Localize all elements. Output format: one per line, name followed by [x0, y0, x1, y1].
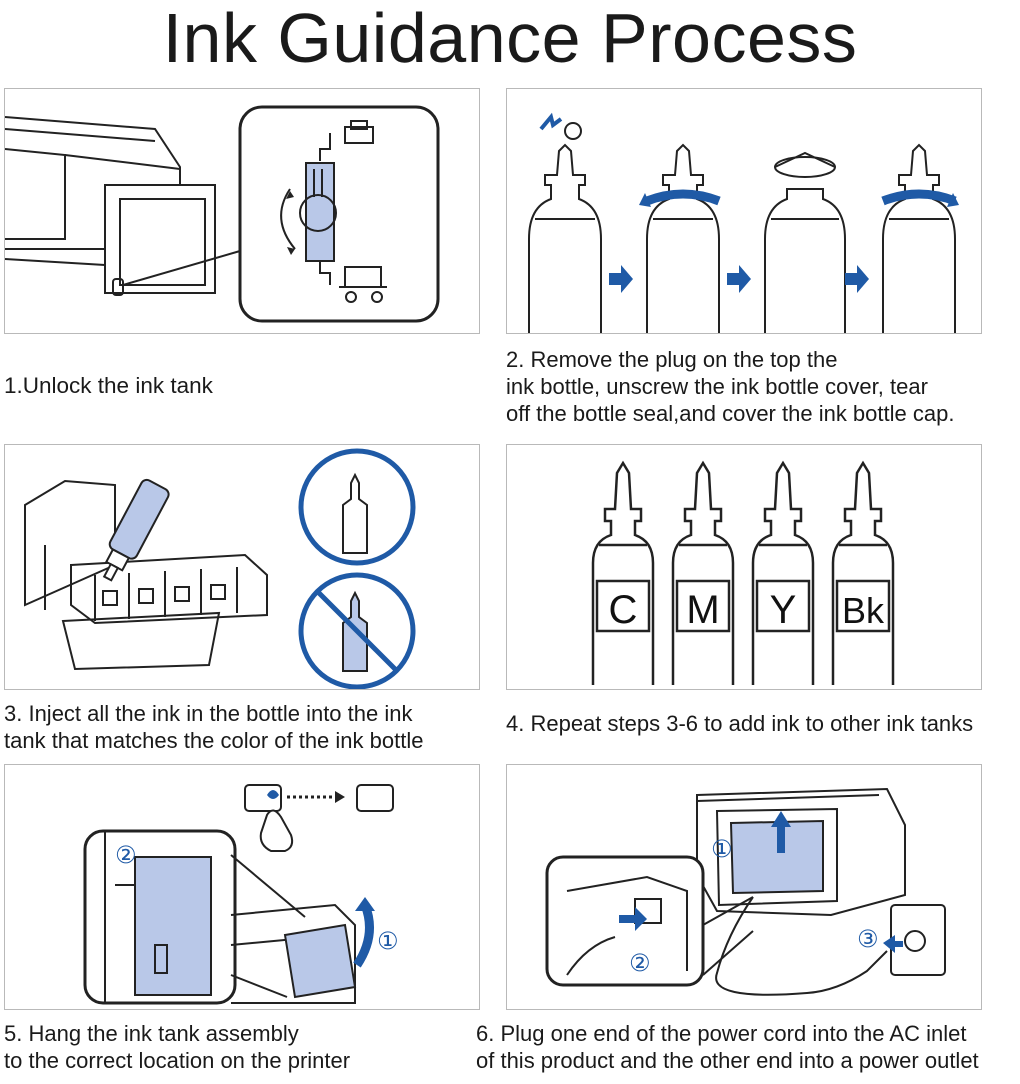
step-6-illustration: ① ② ③ — [506, 764, 982, 1010]
caption-line: 3. Inject all the ink in the bottle into… — [4, 701, 413, 726]
callout-3: ③ — [857, 925, 879, 953]
callout-1: ① — [377, 927, 399, 955]
step-5-caption: 5. Hang the ink tank assembly to the cor… — [4, 1020, 350, 1074]
bottle-label: C — [609, 588, 638, 632]
step-5-illustration: ① ② — [4, 764, 480, 1010]
step-4-caption: 4. Repeat steps 3-6 to add ink to other … — [506, 710, 973, 737]
callout-1: ① — [711, 835, 733, 863]
caption-line: tank that matches the color of the ink b… — [4, 728, 424, 753]
callout-2: ② — [115, 841, 137, 869]
callout-2: ② — [629, 949, 651, 977]
step-2-illustration — [506, 88, 982, 334]
step-2-caption: 2. Remove the plug on the top the ink bo… — [506, 346, 954, 427]
step-6-caption: 6. Plug one end of the power cord into t… — [476, 1020, 979, 1074]
bottle-label: Bk — [842, 590, 885, 631]
caption-line: ink bottle, unscrew the ink bottle cover… — [506, 374, 928, 399]
caption-line: 2. Remove the plug on the top the — [506, 347, 838, 372]
caption-line: of this product and the other end into a… — [476, 1048, 979, 1073]
page-title: Ink Guidance Process — [162, 0, 858, 77]
caption-line: 6. Plug one end of the power cord into t… — [476, 1021, 967, 1046]
bottle-label: M — [686, 588, 719, 632]
bottle-label: Y — [770, 588, 797, 632]
caption-line: 4. Repeat steps 3-6 to add ink to other … — [506, 711, 974, 736]
step-3-illustration — [4, 444, 480, 690]
caption-line: 5. Hang the ink tank assembly — [4, 1021, 299, 1046]
step-4-illustration: C M Y Bk — [506, 444, 982, 690]
step-3-caption: 3. Inject all the ink in the bottle into… — [4, 700, 423, 754]
step-1-caption: 1.Unlock the ink tank — [4, 372, 213, 399]
caption-line: off the bottle seal,and cover the ink bo… — [506, 401, 955, 426]
caption-line: 1.Unlock the ink tank — [4, 373, 213, 398]
caption-line: to the correct location on the printer — [4, 1048, 351, 1073]
step-1-illustration — [4, 88, 480, 334]
